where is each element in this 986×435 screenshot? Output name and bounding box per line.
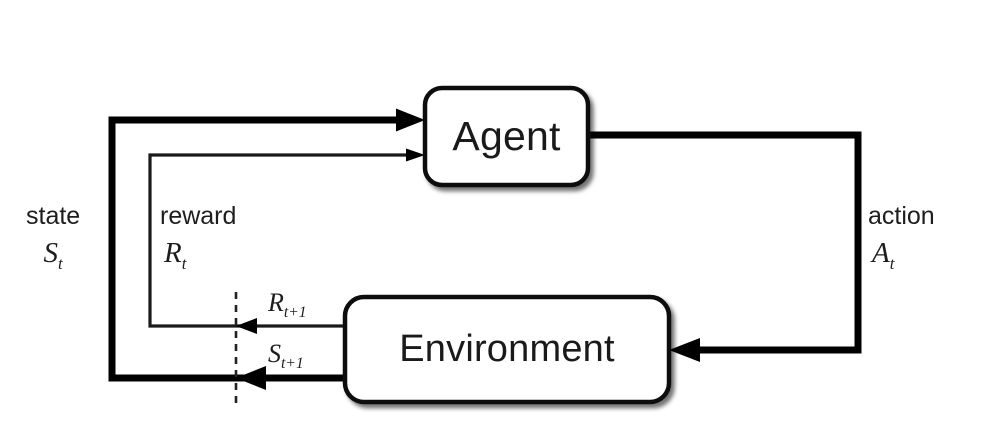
reward-edge-label: reward Rt (160, 203, 236, 281)
reward-next-subscript: t+1 (283, 304, 307, 322)
state-edge-label: state St (26, 203, 80, 281)
reward-edge-symbol: Rt (160, 236, 236, 281)
state-symbol-subscript: t (58, 253, 63, 273)
action-edge-symbol: At (868, 236, 935, 281)
state-next-base: S (268, 339, 281, 368)
action-edge-path (588, 131, 862, 362)
reward-edge-word: reward (160, 202, 237, 230)
agent-node[interactable] (422, 85, 591, 188)
state-symbol-base: S (43, 237, 59, 269)
reward-symbol-base: R (164, 237, 182, 269)
state-arrowhead-separator (236, 366, 266, 390)
reward-arrowhead-agent (406, 148, 425, 162)
reward-symbol-subscript: t (181, 253, 187, 273)
reward-next-symbol: Rt+1 (268, 288, 307, 322)
state-edge-symbol: St (26, 236, 80, 281)
reward-next-base: R (268, 288, 284, 317)
reward-edge-path (148, 148, 425, 334)
state-next-symbol: St+1 (268, 339, 304, 373)
action-symbol-base: A (872, 237, 890, 269)
action-edge-word: action (868, 202, 935, 230)
state-arrowhead-agent (396, 108, 425, 132)
environment-node[interactable] (342, 294, 672, 405)
action-arrowhead-environment (669, 338, 700, 362)
state-next-subscript: t+1 (281, 355, 304, 373)
action-edge-label: action At (868, 203, 935, 281)
state-edge-path (108, 108, 425, 390)
state-edge-word: state (26, 202, 81, 230)
reward-arrowhead-separator (236, 318, 257, 334)
action-symbol-subscript: t (889, 253, 895, 273)
